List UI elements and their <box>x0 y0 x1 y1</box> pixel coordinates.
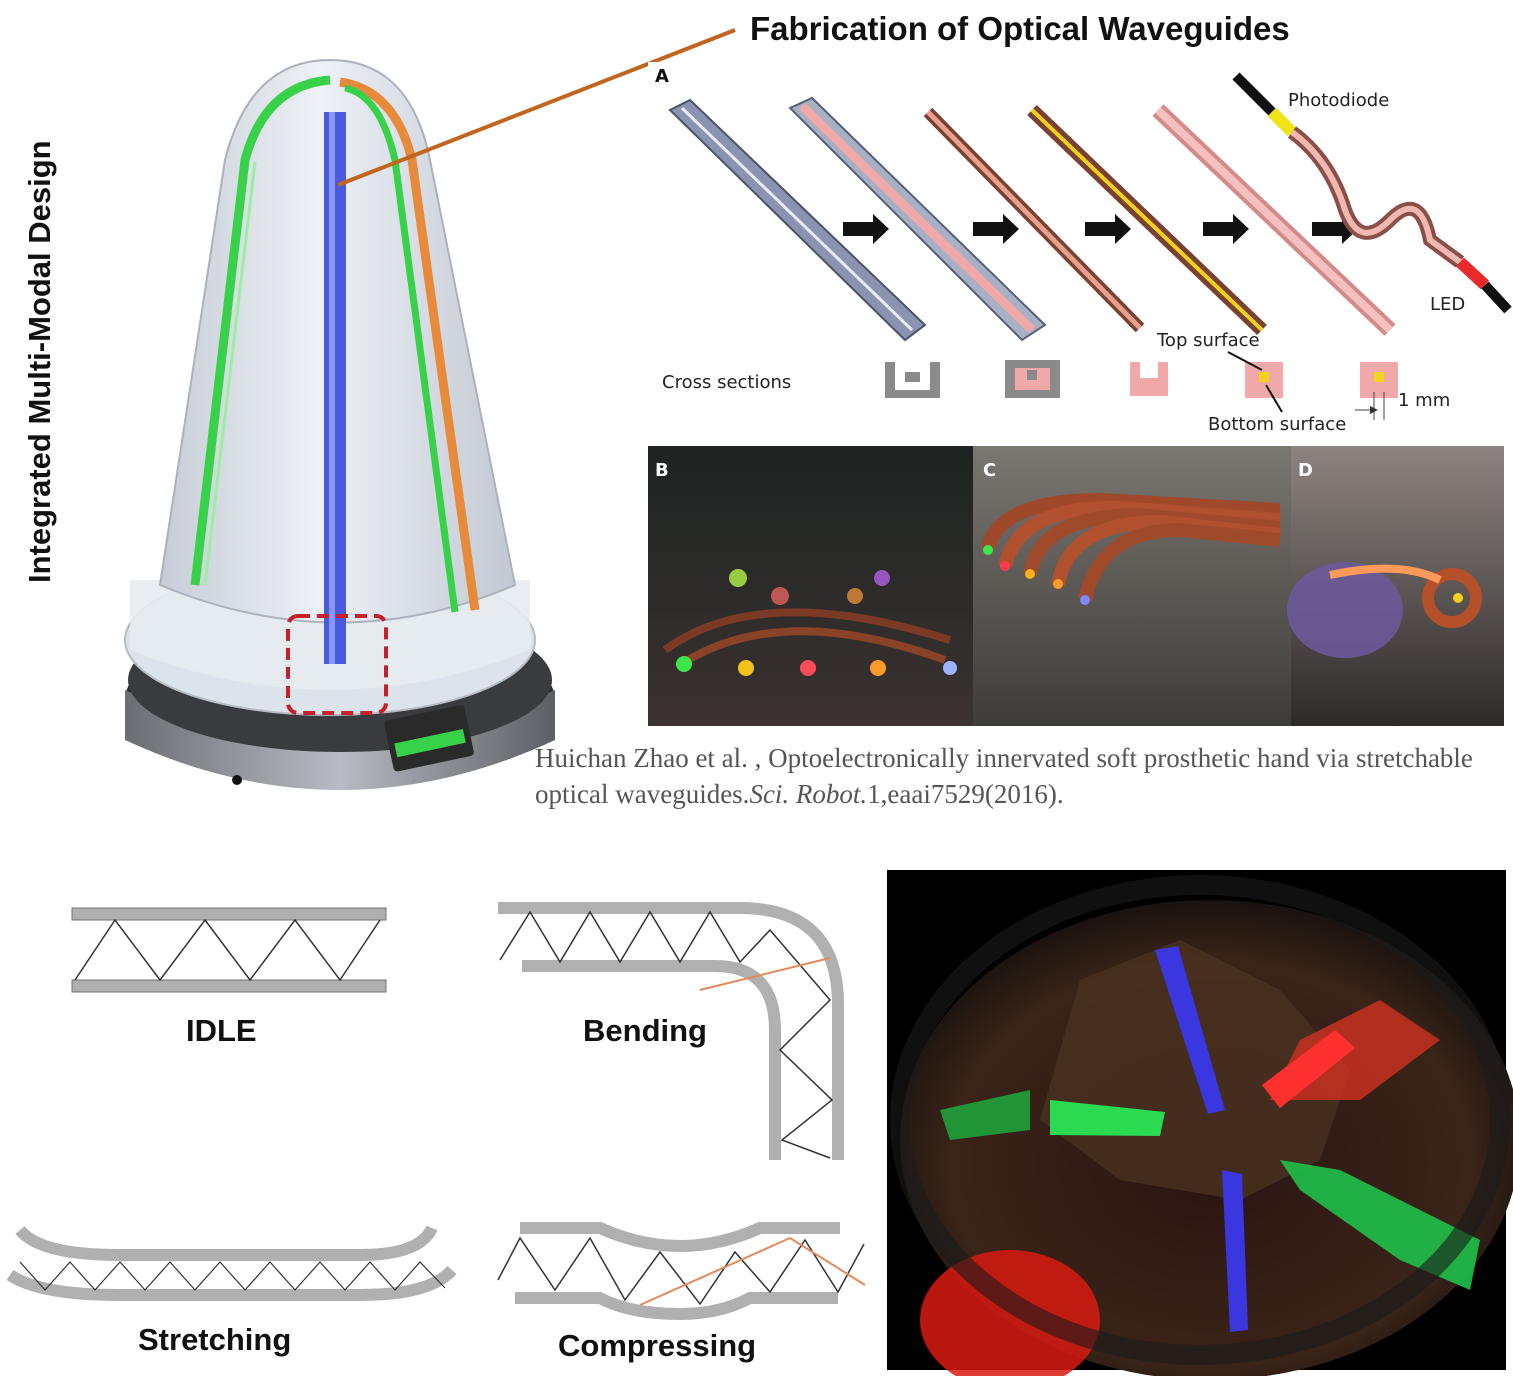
idle-caption: IDLE <box>186 1013 257 1048</box>
panel-a <box>648 62 1513 440</box>
step-cladding <box>923 107 1145 333</box>
step-core <box>1027 104 1267 336</box>
green-waveguide-2 <box>344 84 459 613</box>
photo-panel-b <box>648 446 973 726</box>
blue-waveguide-glow <box>1155 946 1225 1114</box>
panel-b-letter: B <box>655 460 669 481</box>
scale-label: 1 mm <box>1398 390 1451 411</box>
sensor-dome-illustration <box>120 58 610 832</box>
page-title: Fabrication of Optical Waveguides <box>750 10 1290 47</box>
photodiode-label: Photodiode <box>1288 90 1390 111</box>
bending-caption: Bending <box>583 1013 707 1048</box>
panel-c-letter: C <box>983 460 997 481</box>
photo-panel-c <box>973 446 1291 726</box>
green-waveguide <box>190 75 331 586</box>
step-mold <box>668 98 927 342</box>
led-marker <box>1455 257 1490 290</box>
inner-glow-photo <box>887 870 1513 1376</box>
citation: Huichan Zhao et al. , Optoelectronically… <box>535 740 1510 812</box>
led-lights-c <box>983 545 1090 605</box>
stretching-diagram <box>6 1225 457 1301</box>
compressing-diagram <box>497 1222 866 1321</box>
leader-line <box>337 28 736 187</box>
photo-panel-d <box>1287 446 1504 726</box>
idle-diagram <box>71 907 387 993</box>
photodiode-marker <box>1267 107 1297 137</box>
green-waveguide-glow <box>1050 1100 1165 1136</box>
bending-diagram <box>498 902 844 1160</box>
red-waveguide-glow <box>1262 1030 1355 1108</box>
citation-journal: Sci. Robot. <box>749 779 868 809</box>
citation-prefix: Huichan Zhao et al. , Optoelectronically… <box>535 743 1473 809</box>
side-title: Integrated Multi-Modal Design <box>22 140 57 583</box>
led-label: LED <box>1430 294 1466 315</box>
bottom-surface-label: Bottom surface <box>1208 414 1347 435</box>
top-surface-label: Top surface <box>1157 330 1260 351</box>
highlight-box <box>286 614 388 715</box>
step-sealed <box>1152 104 1396 336</box>
final-device <box>1232 72 1512 314</box>
led-lights-b <box>676 569 957 676</box>
panel-a-letter: A <box>655 66 669 87</box>
compressing-caption: Compressing <box>558 1328 757 1363</box>
panel-d-letter: D <box>1298 460 1313 481</box>
stretching-caption: Stretching <box>138 1322 292 1357</box>
cross-sections <box>885 360 1398 398</box>
citation-suffix: 1,eaai7529(2016). <box>867 779 1064 809</box>
cross-sections-label: Cross sections <box>662 372 792 393</box>
step-filled-mold <box>788 96 1047 342</box>
